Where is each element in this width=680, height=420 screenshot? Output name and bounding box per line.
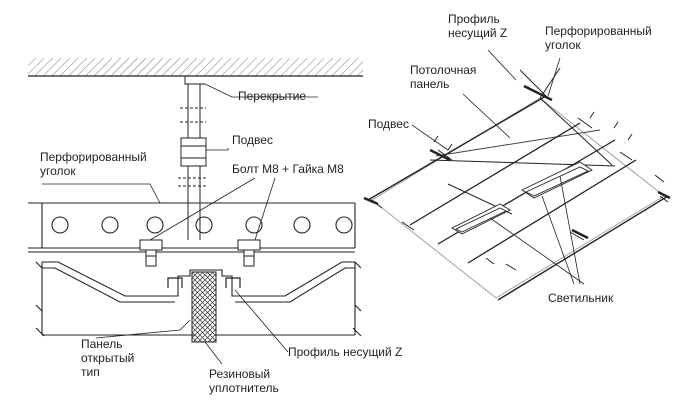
hanger-assembly [178,84,207,240]
label-rubber-seal: Резиновый уплотнитель [209,367,279,395]
isometric-grid [367,67,669,301]
label-hanger-right: Подвес [368,117,409,131]
bolt-left [139,239,163,267]
z-profile [167,277,241,288]
label-panel-open: Панель открытый тип [81,337,135,379]
label-luminaire: Светильник [548,291,614,305]
label-ceiling-panel: Потолочная панель [410,63,477,91]
luminaires [451,161,593,235]
perforated-corner-beam [28,202,356,253]
carrying-profiles [363,84,671,240]
label-perforated-corner-left: Перфорированный уголок [40,150,147,178]
label-bolt-nut: Болт М8 + Гайка М8 [232,162,344,176]
label-ceiling: Перекрытие [238,89,307,103]
label-z-profile-left: Профиль несущий Z [288,345,403,359]
ceiling-bracket [184,75,210,85]
rubber-seal [191,271,217,343]
label-hanger-left: Подвес [232,133,273,147]
label-perforated-corner-right: Перфорированный уголок [545,24,652,52]
bolt-right [237,239,261,267]
leader-lines-left [42,83,318,365]
panel-body [35,261,362,337]
ceiling-slab [28,58,363,77]
leader-lines-right [411,49,585,285]
label-z-profile-right: Профиль несущий Z [448,12,508,40]
